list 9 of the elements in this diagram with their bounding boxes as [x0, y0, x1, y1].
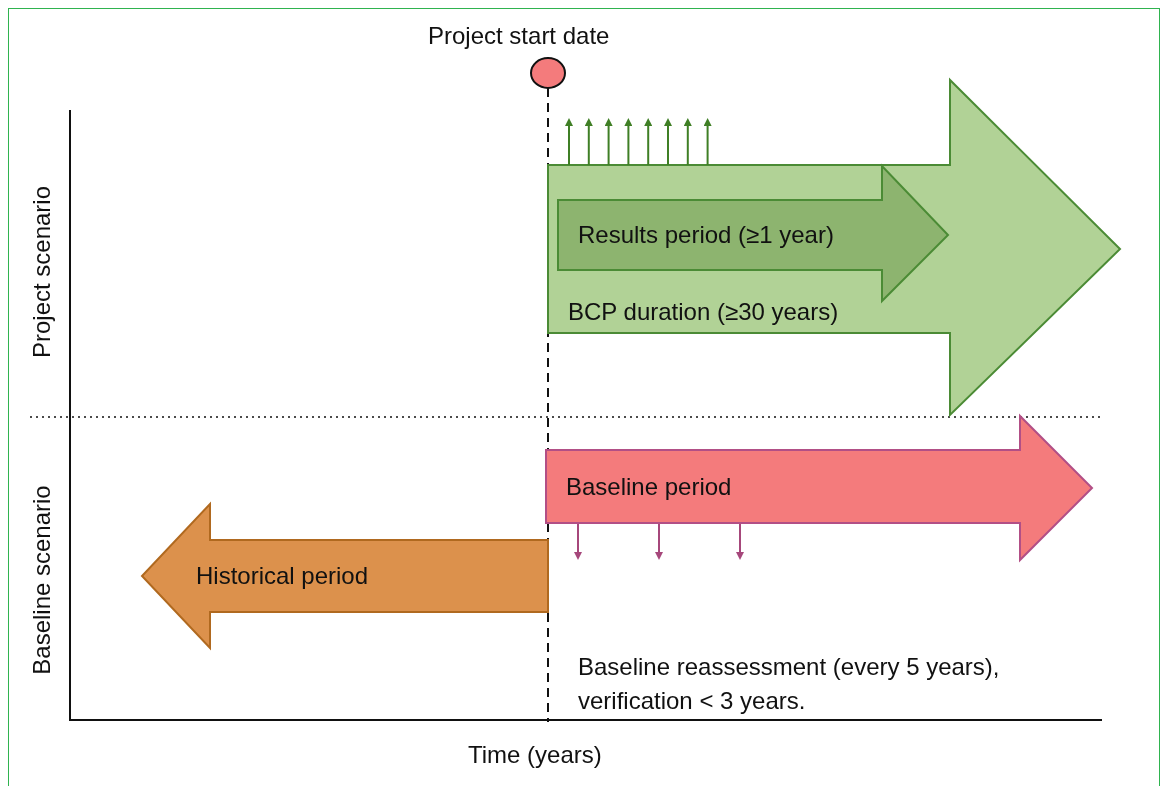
- date-label: Project start date: [428, 22, 610, 50]
- period-label: Baseline period: [566, 473, 732, 501]
- period-label: Results period (≥1 year): [578, 221, 834, 249]
- axis-label: Project scenario: [28, 185, 56, 359]
- axis-label: Baseline scenario: [28, 485, 56, 675]
- note-text: Baseline reassessment (every 5 years), verification < 3 years.: [578, 652, 1001, 716]
- period-label: BCP duration (≥30 years): [568, 298, 839, 326]
- period-label: Historical period: [196, 562, 369, 590]
- axis-label: Time (years): [468, 741, 602, 769]
